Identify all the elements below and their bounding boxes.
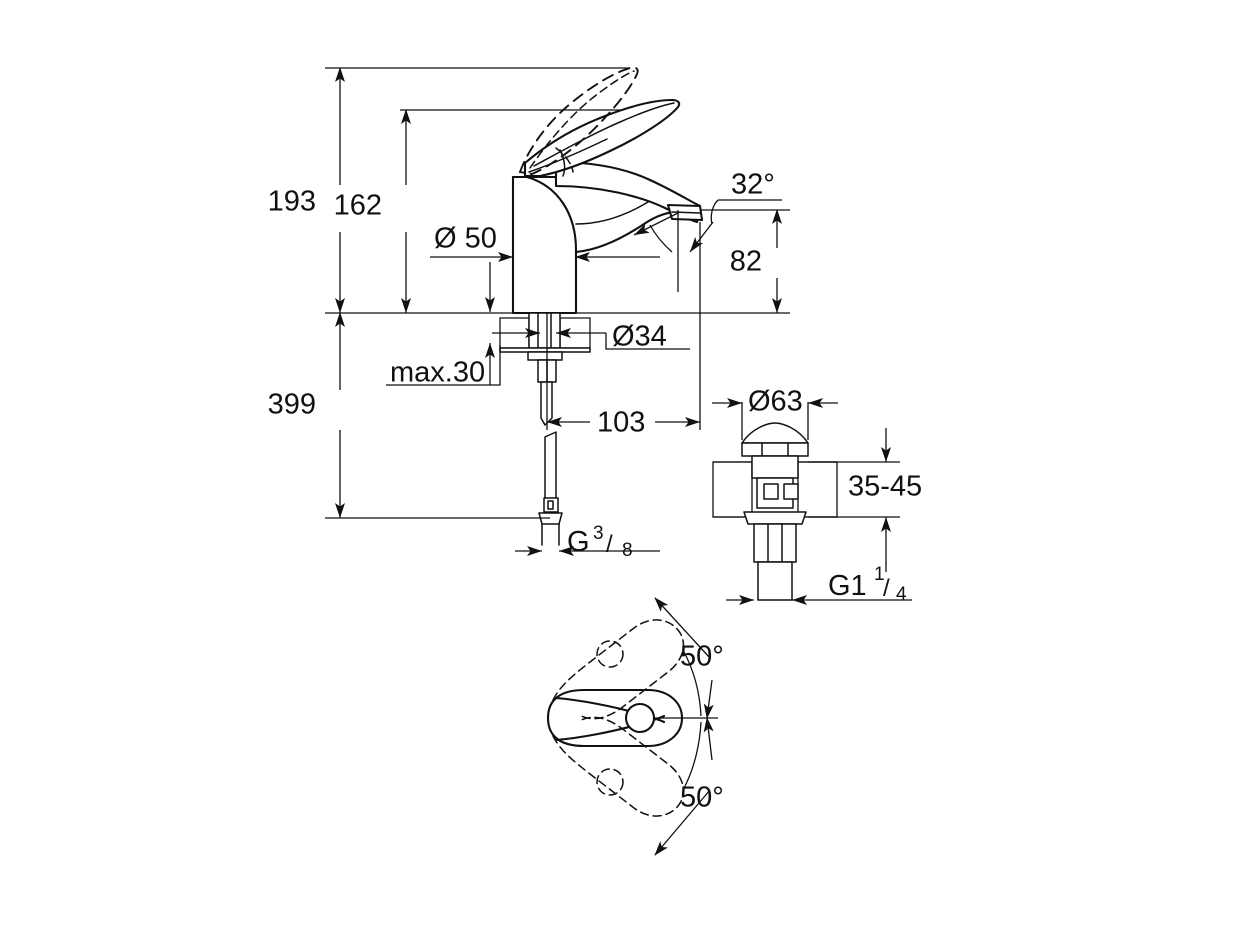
faucet-spout [554, 160, 704, 254]
tail-tube [544, 431, 557, 506]
dimension-35-45: 35-45 [808, 428, 922, 550]
lever-phantom-shade [555, 147, 574, 173]
lever-top-pivot-hole [624, 702, 656, 734]
dim-d34-underline [605, 333, 690, 350]
lever-phantom-upper-hole [596, 640, 624, 668]
lever-handle-raised-phantom [518, 66, 639, 175]
dim-32-arrow-b [633, 211, 681, 236]
spout-inner-crease [575, 201, 649, 225]
dimension-32deg: 32° [633, 169, 782, 292]
dim-50-upper-ray-b [703, 679, 714, 719]
mounting-assembly [499, 312, 591, 426]
view-drain-section: Ø63 35-45 G1 1 / 4 [712, 386, 922, 605]
dim-50-lower-ray-b [703, 717, 714, 761]
lever-phantom-upper [552, 619, 685, 720]
dim-32-arc [649, 224, 673, 253]
aerator-face-line [671, 211, 701, 214]
faucet-body [511, 175, 580, 315]
dimension-d63: Ø63 [712, 386, 838, 440]
dim-50-upper-label: 50° [680, 641, 724, 673]
lever-crease-upper [533, 102, 675, 167]
drain-cap-skirt [741, 442, 809, 457]
dimension-max30: max.30 [386, 343, 501, 389]
drain-port-right [783, 483, 799, 500]
shank-block [528, 312, 561, 349]
drain-lower-flange [743, 511, 807, 525]
dim-3545-label: 35-45 [848, 471, 922, 503]
lever-phantom-upper-outline [552, 619, 685, 720]
lever-phantom-lower [552, 716, 685, 817]
dimension-50deg-upper: 50° [654, 597, 724, 719]
dimension-399: 399 [268, 312, 550, 519]
dimension-82: 82 [700, 209, 790, 313]
drain-counter-right [797, 461, 838, 518]
flexible-tail-lower [538, 431, 563, 546]
dim-g114-prefix: G1 [828, 570, 867, 602]
dim-50-lower-ray [654, 789, 711, 856]
lever-phantom-lower-outline [552, 716, 685, 817]
dim-399-label: 399 [268, 389, 316, 421]
drain-port-left [763, 483, 779, 500]
dim-g38-prefix: G [567, 526, 590, 558]
drain-neck [751, 455, 799, 479]
lever-phantom-lower-hole [596, 768, 624, 796]
dim-d34-label: Ø34 [612, 321, 667, 353]
dim-32-arrow-a [689, 221, 714, 253]
dim-g114-denominator: 4 [896, 584, 907, 605]
dimension-162: 162 [334, 109, 620, 313]
drain-counter-left [712, 461, 753, 518]
dim-162-label: 162 [334, 190, 382, 222]
dimension-50deg-lower: 50° [654, 717, 724, 856]
dim-g38-numerator: 3 [593, 523, 604, 544]
dim-max30-label: max.30 [390, 357, 485, 389]
dim-g114-numerator: 1 [874, 564, 885, 585]
dim-50-upper-arc [682, 649, 702, 717]
dim-32-label: 32° [731, 169, 775, 201]
dim-50-upper-ray [654, 597, 711, 659]
drain-cap-dome [741, 422, 809, 444]
faucet-body-outline [511, 175, 578, 315]
dim-g114-slash: / [883, 575, 890, 602]
tail-collar-slot [547, 500, 554, 510]
dim-193-label: 193 [268, 186, 316, 218]
dim-d63-label: Ø63 [748, 386, 803, 418]
dim-50-lower-label: 50° [680, 782, 724, 814]
dim-g38-slash: / [606, 531, 613, 558]
dimension-103: 103 [546, 222, 701, 439]
dimension-g114: G1 1 / 4 [726, 550, 912, 605]
view-side-elevation: 193 162 Ø 50 Ø34 [268, 66, 790, 561]
lever-phantom-outline [518, 66, 639, 175]
lever-phantom-crease [529, 70, 635, 169]
dimension-d34: Ø34 [492, 321, 690, 353]
dim-g38-denominator: 8 [622, 540, 633, 561]
drain-outlet-tube [757, 561, 793, 601]
drain-thread-body [753, 523, 797, 563]
dimension-193: 193 [268, 67, 630, 313]
dim-50-lower-arc [682, 721, 702, 791]
flange-boss [527, 351, 563, 361]
dim-82-label: 82 [730, 246, 762, 278]
dim-max30-underline [386, 345, 501, 386]
dim-d50-label: Ø 50 [434, 223, 497, 255]
dim-103-label: 103 [597, 407, 645, 439]
view-lever-top: 50° 50° [546, 597, 724, 856]
dim-32-bend [710, 199, 719, 225]
dimension-g38: G 3 / 8 [515, 523, 660, 561]
dimension-d50: Ø 50 [430, 223, 660, 312]
